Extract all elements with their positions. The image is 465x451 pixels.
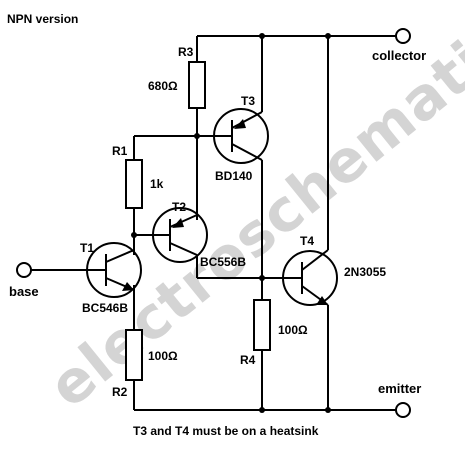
t4-ref: T4 bbox=[300, 234, 314, 248]
t4-part: 2N3055 bbox=[344, 265, 386, 279]
diagram-title: NPN version bbox=[7, 12, 78, 26]
resistor-r2 bbox=[125, 329, 143, 381]
t2-ref: T2 bbox=[172, 200, 186, 214]
r1-value: 1k bbox=[150, 177, 164, 191]
transistor-t4 bbox=[282, 249, 338, 306]
collector-label: collector bbox=[372, 48, 426, 63]
transistor-t1 bbox=[86, 242, 142, 298]
transistor-t2 bbox=[152, 207, 208, 263]
resistor-r3 bbox=[188, 61, 206, 109]
r3-value: 680Ω bbox=[148, 79, 178, 93]
wires bbox=[30, 35, 397, 411]
r4-ref: R4 bbox=[240, 353, 256, 367]
t1-part: BC546B bbox=[82, 301, 128, 315]
r2-ref: R2 bbox=[112, 385, 128, 399]
base-label: base bbox=[9, 284, 39, 299]
resistor-r4 bbox=[253, 299, 271, 351]
emitter-label: emitter bbox=[378, 381, 421, 396]
t3-ref: T3 bbox=[241, 94, 255, 108]
terminal-emitter bbox=[395, 402, 411, 418]
r3-ref: R3 bbox=[178, 45, 194, 59]
t1-ref: T1 bbox=[80, 241, 94, 255]
resistor-r1 bbox=[125, 159, 143, 209]
t3-part: BD140 bbox=[215, 169, 253, 183]
transistor-t3 bbox=[213, 108, 269, 164]
heatsink-note: T3 and T4 must be on a heatsink bbox=[133, 424, 319, 438]
r4-value: 100Ω bbox=[278, 323, 308, 337]
t2-part: BC556B bbox=[200, 255, 246, 269]
terminal-base bbox=[16, 262, 32, 278]
r2-value: 100Ω bbox=[148, 349, 178, 363]
junctions bbox=[131, 33, 331, 413]
r1-ref: R1 bbox=[112, 144, 128, 158]
terminal-collector bbox=[395, 28, 411, 44]
